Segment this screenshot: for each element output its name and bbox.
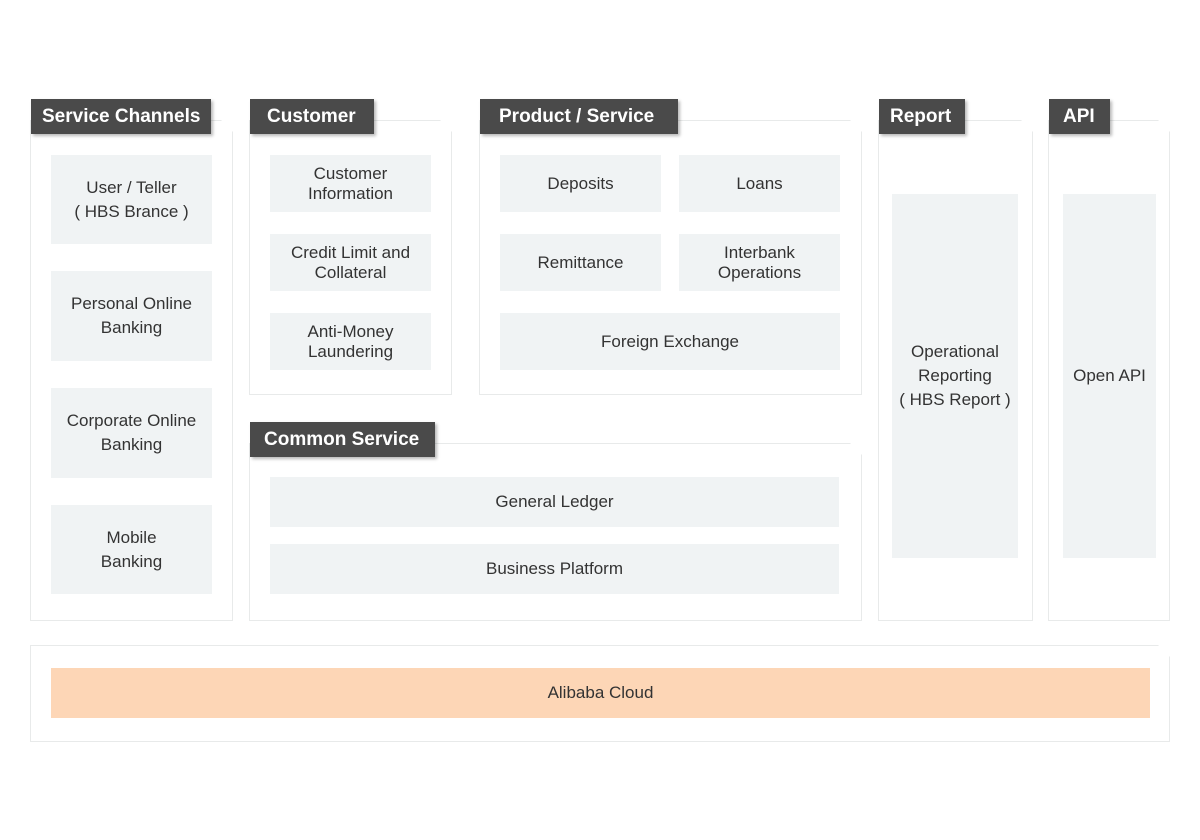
common-service-item: Business Platform — [270, 544, 839, 594]
service-channel-item: Corporate Online Banking — [51, 388, 212, 478]
service-channel-item: Personal Online Banking — [51, 271, 212, 361]
customer-title: Customer — [250, 99, 374, 134]
report-title: Report — [879, 99, 965, 134]
service-channel-item: User / Teller ( HBS Brance ) — [51, 155, 212, 244]
product-item: Loans — [679, 155, 840, 212]
customer-item: Credit Limit and Collateral — [270, 234, 431, 291]
customer-item: Customer Information — [270, 155, 431, 212]
alibaba-cloud-bar: Alibaba Cloud — [51, 668, 1150, 718]
service-channel-item: Mobile Banking — [51, 505, 212, 594]
product-item: Foreign Exchange — [500, 313, 840, 370]
common-service-item: General Ledger — [270, 477, 839, 527]
product-service-title: Product / Service — [480, 99, 678, 134]
common-service-panel — [249, 443, 862, 621]
common-service-title: Common Service — [250, 422, 435, 457]
product-item: Interbank Operations — [679, 234, 840, 291]
api-item: Open API — [1063, 194, 1156, 558]
customer-item: Anti-Money Laundering — [270, 313, 431, 370]
report-item: Operational Reporting ( HBS Report ) — [892, 194, 1018, 558]
product-item: Remittance — [500, 234, 661, 291]
service-channels-title: Service Channels — [31, 99, 211, 134]
api-title: API — [1049, 99, 1110, 134]
product-item: Deposits — [500, 155, 661, 212]
